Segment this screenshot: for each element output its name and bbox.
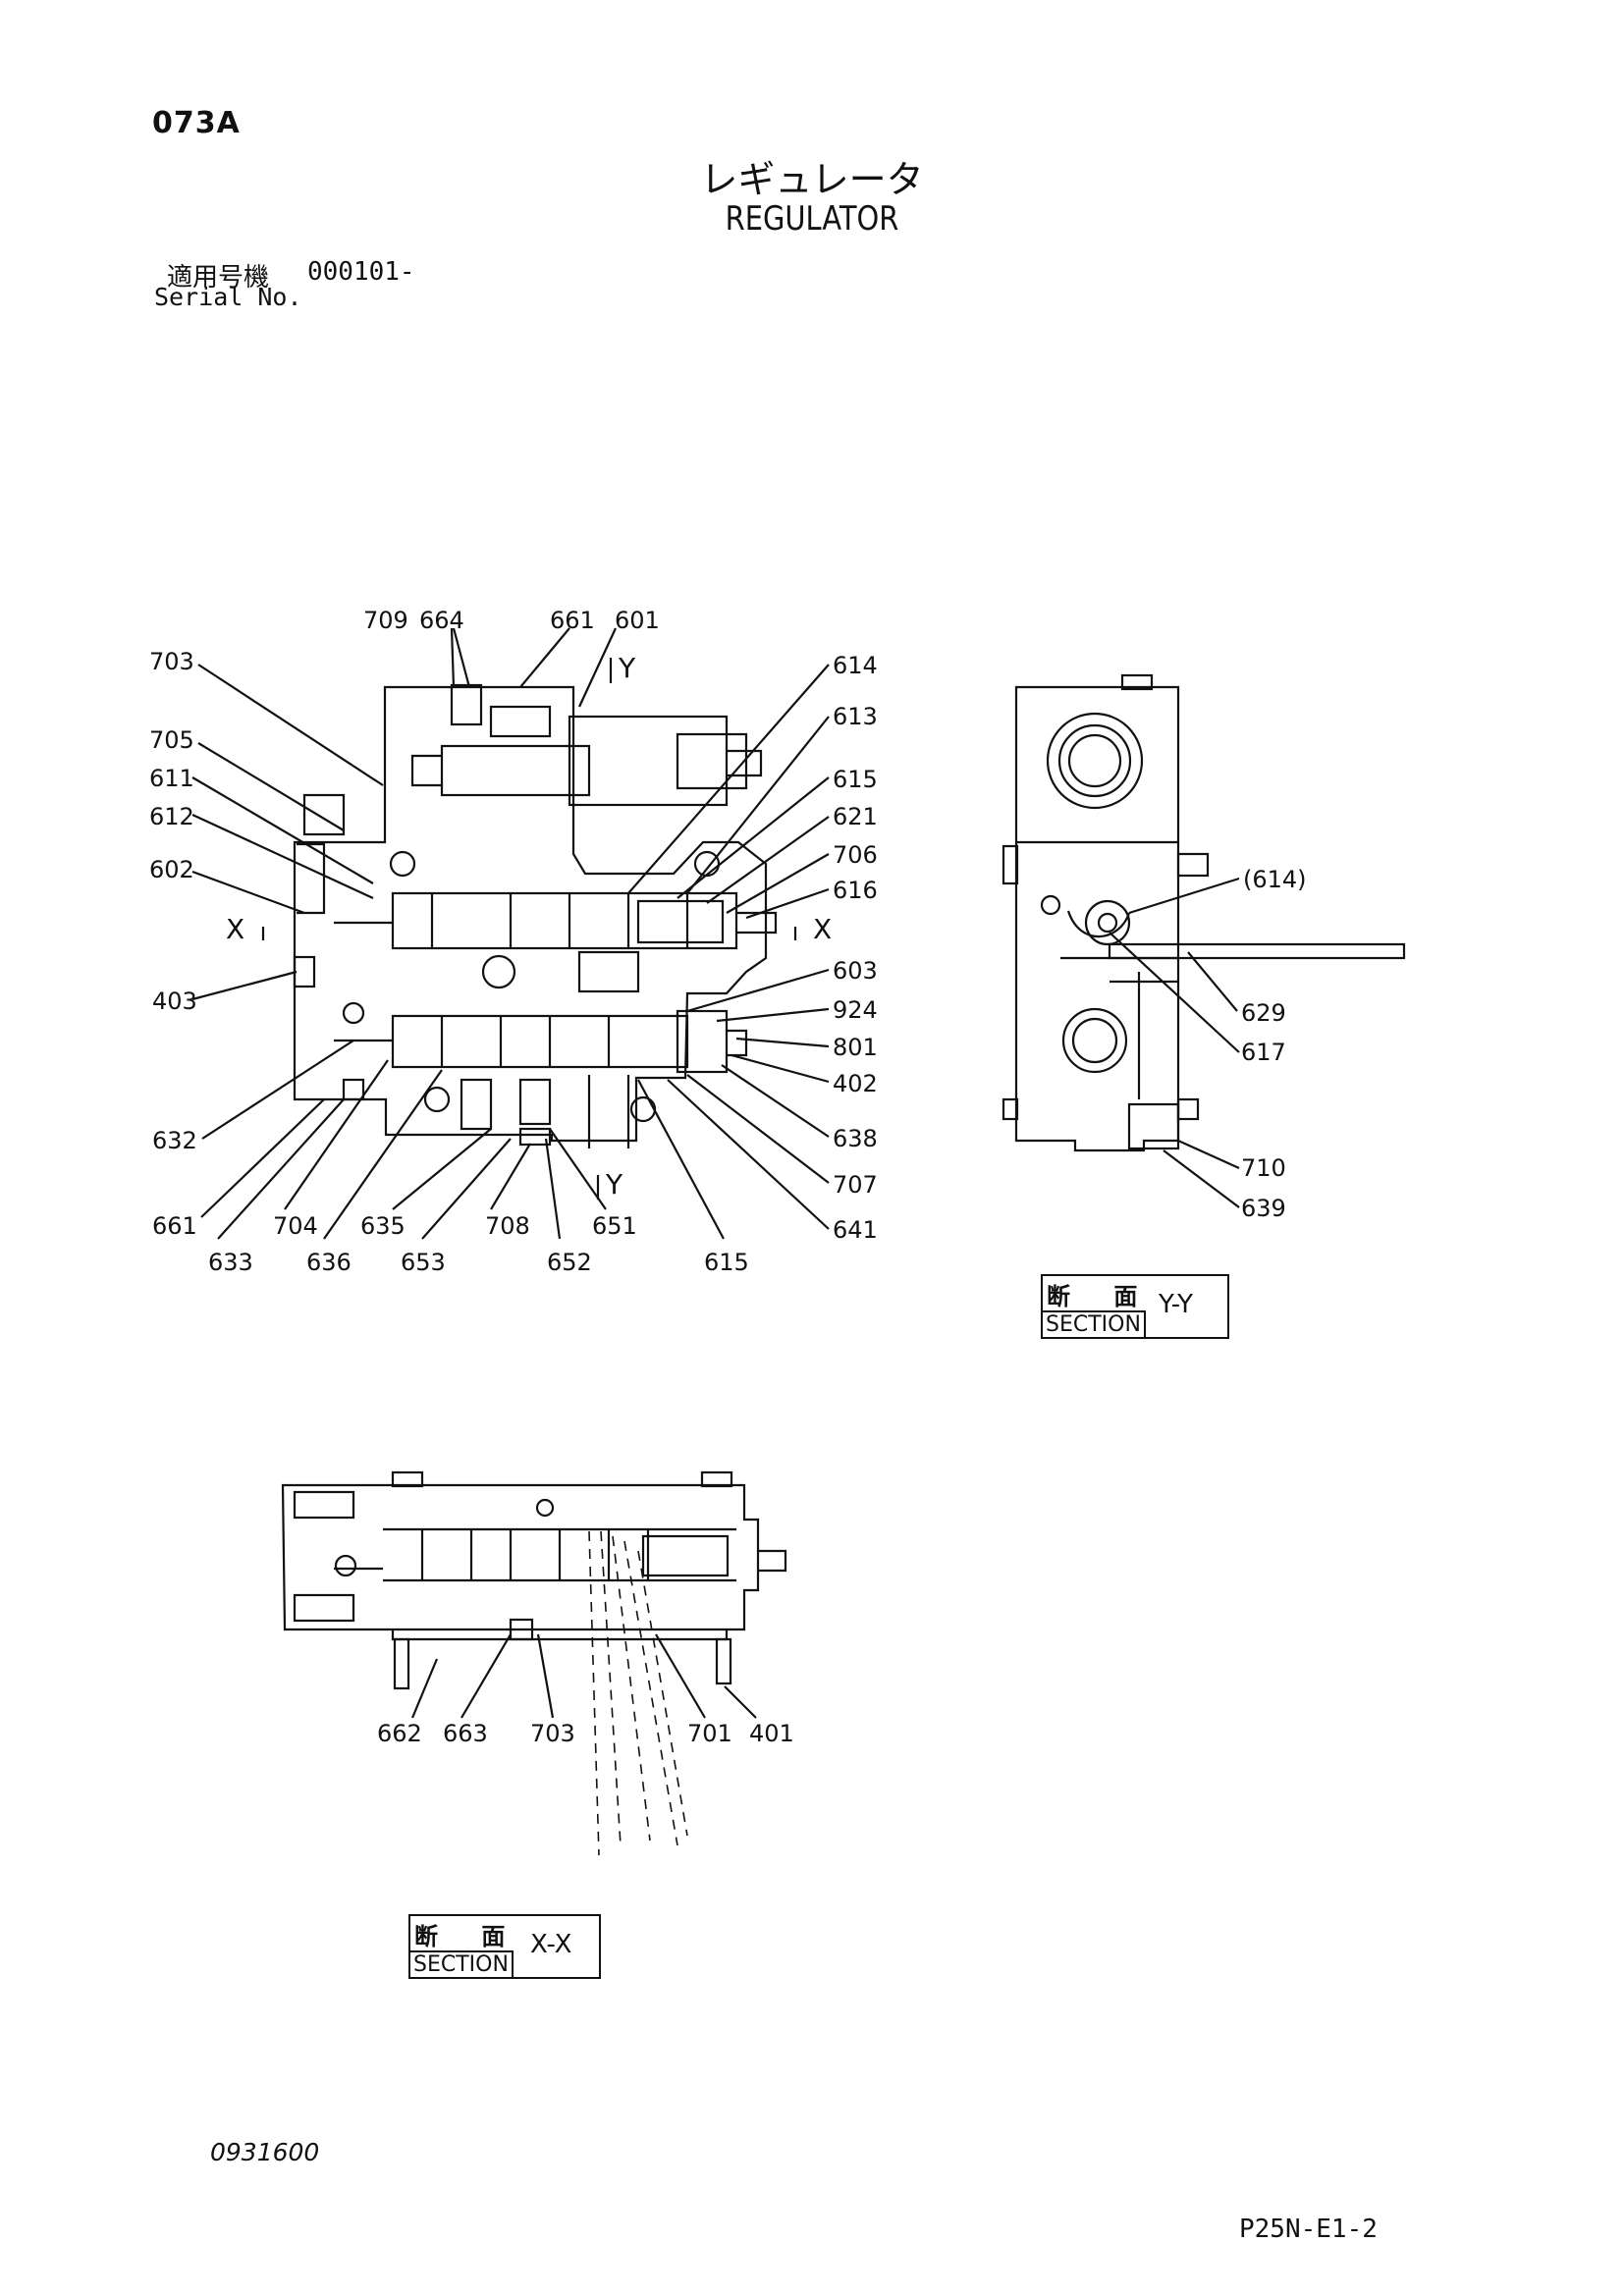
callout-662: 662 [377, 1720, 422, 1747]
section-marker-x-left: X [226, 913, 245, 945]
serial-value: 000101- [307, 257, 415, 287]
callout-402: 402 [833, 1070, 878, 1097]
callout-703: 703 [149, 648, 194, 675]
callout-632: 632 [152, 1127, 197, 1154]
callout-706: 706 [833, 841, 878, 869]
page-reference: P25N-E1-2 [1239, 2215, 1378, 2244]
callout-603: 603 [833, 957, 878, 985]
callout-663: 663 [443, 1720, 488, 1747]
top-view [281, 1470, 787, 1856]
serial-label-english: Serial No. [154, 283, 302, 311]
side-view [1001, 673, 1406, 1208]
callout-611: 611 [149, 765, 194, 792]
page-code: 073A [152, 106, 241, 140]
callout-621: 621 [833, 803, 878, 830]
callout-661-top: 661 [550, 607, 595, 634]
callout-612: 612 [149, 803, 194, 830]
callout-602: 602 [149, 856, 194, 883]
callout-652: 652 [547, 1249, 592, 1276]
callout-801: 801 [833, 1034, 878, 1061]
callout-710: 710 [1241, 1154, 1286, 1182]
page-title-english: REGULATOR [725, 199, 899, 239]
callout-614-ref: (614) [1243, 866, 1307, 893]
callout-638: 638 [833, 1125, 878, 1152]
callout-707: 707 [833, 1171, 878, 1199]
section-marker-y-top: Y [619, 652, 636, 684]
callout-633: 633 [208, 1249, 253, 1276]
callout-601: 601 [615, 607, 660, 634]
section-label-english: SECTION [410, 1950, 514, 1977]
serial-label-japanese: 適用号機 [167, 263, 270, 293]
callout-708: 708 [485, 1212, 530, 1240]
section-code: Y-Y [1159, 1290, 1193, 1319]
callout-709: 709 [363, 607, 408, 634]
callout-705: 705 [149, 726, 194, 754]
section-label-japanese: 断 面 [414, 1923, 523, 1950]
callout-661-bottom: 661 [152, 1212, 197, 1240]
page-title-japanese: レギュレータ [700, 158, 924, 201]
callout-403: 403 [152, 988, 197, 1015]
callout-617: 617 [1241, 1039, 1286, 1066]
section-label-english: SECTION [1043, 1310, 1146, 1337]
callout-635: 635 [360, 1212, 406, 1240]
callout-629: 629 [1241, 999, 1286, 1027]
callout-924: 924 [833, 996, 878, 1024]
section-marker-x-right: X [813, 913, 833, 945]
callout-615-bottom: 615 [704, 1249, 749, 1276]
front-view [191, 627, 830, 1240]
callout-664: 664 [419, 607, 464, 634]
section-label-japanese: 断 面 [1047, 1283, 1156, 1310]
callout-639: 639 [1241, 1195, 1286, 1222]
section-label-x-x: 断 面 SECTION X-X [408, 1914, 601, 1979]
callout-636: 636 [306, 1249, 352, 1276]
section-marker-y-bottom: Y [606, 1168, 623, 1201]
callout-704: 704 [273, 1212, 318, 1240]
callout-616: 616 [833, 877, 878, 904]
callout-613: 613 [833, 703, 878, 730]
callout-653: 653 [401, 1249, 446, 1276]
callout-701: 701 [687, 1720, 732, 1747]
document-number: 0931600 [210, 2138, 320, 2166]
section-code: X-X [530, 1930, 572, 1959]
callout-401: 401 [749, 1720, 794, 1747]
callout-614: 614 [833, 652, 878, 679]
callout-615-right: 615 [833, 766, 878, 793]
callout-703-top-view: 703 [530, 1720, 575, 1747]
section-label-y-y: 断 面 SECTION Y-Y [1041, 1274, 1229, 1339]
callout-641: 641 [833, 1216, 878, 1244]
callout-651: 651 [592, 1212, 637, 1240]
